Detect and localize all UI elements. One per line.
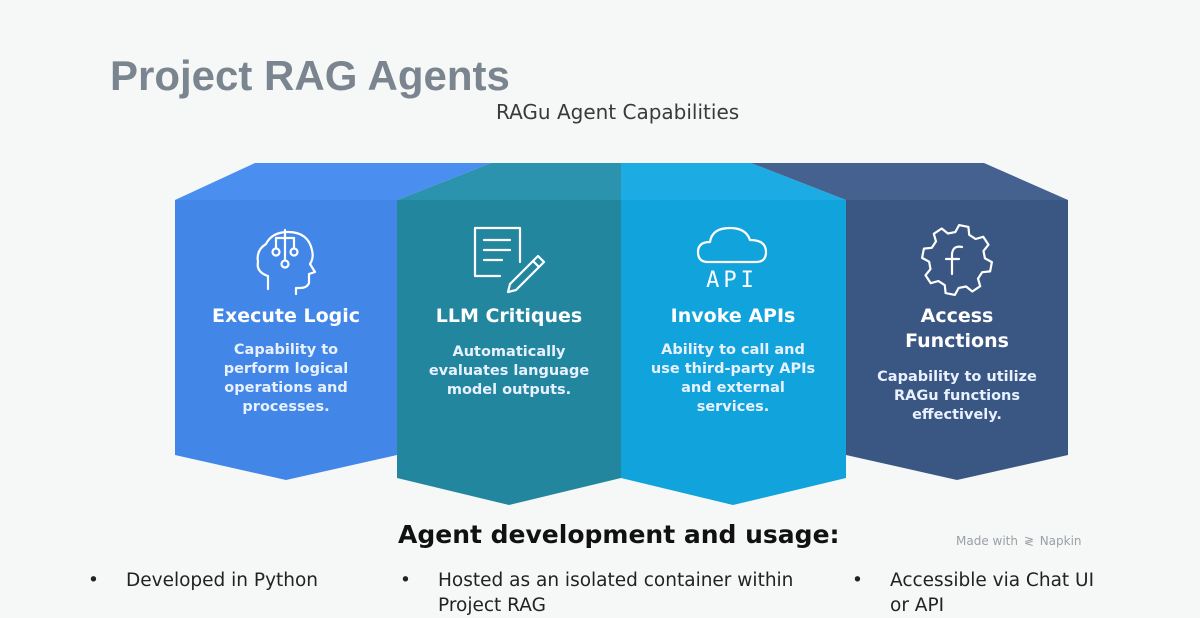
bullet-text-line: Project RAG [438, 595, 546, 616]
usage-heading: Agent development and usage: [398, 520, 840, 549]
card-4-desc-line: RAGu functions [893, 388, 1021, 404]
card-2-desc: Automatically evaluates language model o… [405, 343, 613, 400]
card-llm-critiques: LLM Critiques Automatically evaluates la… [405, 304, 613, 400]
card-1-desc-line: Capability to [233, 342, 339, 358]
band-4 [751, 163, 1068, 200]
card-3-desc-line: and external [681, 380, 785, 396]
page-title: Project RAG Agents [110, 52, 510, 99]
bullet-text: Accessible via Chat UI or API [890, 568, 1094, 618]
card-3-panel [621, 200, 846, 505]
svg-text:API: API [706, 268, 758, 293]
card-1-title: Execute Logic [211, 305, 361, 327]
card-2-panel [397, 200, 621, 505]
document-edit-icon [473, 226, 546, 294]
card-1-panel [175, 200, 397, 480]
card-3-desc: Ability to call and use third-party APIs… [629, 341, 837, 417]
card-execute-logic: Execute Logic Capability to perform logi… [185, 304, 387, 417]
card-3-desc-line: Ability to call and [661, 342, 805, 358]
bullet-dot: • [852, 570, 863, 591]
card-1-desc-line: processes. [242, 399, 330, 415]
bullet-dot: • [400, 570, 411, 591]
brain-logic-icon [256, 228, 317, 296]
card-access-functions: Access Functions Capability to utilize R… [856, 304, 1058, 425]
card-4-title: Access Functions [856, 304, 1058, 354]
band-1 [175, 163, 491, 200]
card-2-title: LLM Critiques [435, 305, 583, 327]
bullet-dot: • [88, 570, 99, 591]
card-invoke-apis: Invoke APIs Ability to call and use thir… [629, 304, 837, 417]
graphic-subtitle: RAGu Agent Capabilities [496, 100, 740, 124]
function-gear-icon [920, 224, 994, 296]
napkin-logo-icon: ≷ [1023, 534, 1034, 548]
bullet-text-line: Accessible via Chat UI [890, 570, 1095, 591]
card-1-desc-line: operations and [224, 380, 348, 396]
card-3-desc-line: services. [696, 399, 770, 415]
bullet-text: Hosted as an isolated container within P… [438, 568, 793, 618]
bullet-item: • Hosted as an isolated container within… [400, 568, 830, 616]
bullet-item: • Accessible via Chat UI or API [852, 568, 1152, 616]
cloud-api-icon: API [696, 226, 768, 293]
card-1-desc: Capability to perform logical operations… [185, 341, 387, 417]
capabilities-graphic: API [175, 163, 1068, 505]
band-2 [397, 163, 621, 200]
card-3-title: Invoke APIs [670, 305, 796, 327]
card-4-desc-line: effectively. [912, 407, 1002, 423]
card-3-desc-line: use third-party APIs [650, 361, 816, 377]
bullet-text-line: or API [890, 595, 945, 616]
card-4-panel [846, 200, 1068, 480]
card-4-title-line: Functions [905, 330, 1009, 352]
made-with-napkin-watermark: Made with ≷ Napkin [956, 534, 1082, 548]
card-2-desc-line: Automatically [452, 344, 566, 360]
watermark-brand: Napkin [1039, 534, 1082, 548]
card-2-desc-line: model outputs. [446, 382, 572, 398]
card-4-desc: Capability to utilize RAGu functions eff… [856, 368, 1058, 425]
card-2-desc-line: evaluates language [428, 363, 590, 379]
bullet-text-line: Hosted as an isolated container within [438, 570, 794, 591]
band-3 [621, 163, 846, 200]
card-4-title-line: Access [920, 305, 994, 327]
card-1-desc-line: perform logical [223, 361, 349, 377]
watermark-text: Made with [956, 534, 1018, 548]
card-4-desc-line: Capability to utilize [877, 369, 1037, 385]
bullet-text: Developed in Python [126, 570, 319, 591]
